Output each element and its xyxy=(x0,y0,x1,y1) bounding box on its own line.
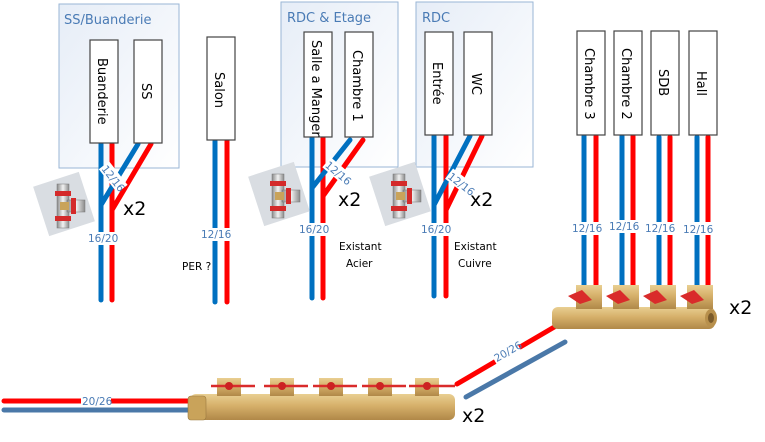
room-label: WC xyxy=(468,73,483,95)
dim-label-branch-salon: 12/16 xyxy=(200,228,232,241)
room-wc: WC xyxy=(463,31,493,136)
dim-label-branch-chambre-2: 12/16 xyxy=(609,220,640,233)
tee-fitting-icon xyxy=(248,161,310,227)
room-label: Chambre 2 xyxy=(618,48,633,120)
note-existant-acier-1: Existant xyxy=(339,241,382,253)
note-existant-acier-2: Acier xyxy=(346,258,373,270)
note-existant-cuivre-2: Cuivre xyxy=(458,258,492,270)
room-label: Hall xyxy=(693,71,708,96)
room-label: Salon xyxy=(211,72,226,108)
svg-text:16/20: 16/20 xyxy=(421,224,451,236)
room-hall: Hall xyxy=(688,30,718,136)
dim-label-main-left: 20/26 xyxy=(81,396,113,408)
room-label: Chambre 1 xyxy=(349,50,364,122)
note-existant-cuivre-1: Existant xyxy=(454,241,497,253)
pipes-right-group xyxy=(581,133,711,288)
zone-rdc-etage: RDC & Etage xyxy=(280,1,399,168)
multiplier-manifold-large: x2 xyxy=(462,405,485,427)
manifold-5-valve-icon xyxy=(187,378,455,421)
svg-text:16/20: 16/20 xyxy=(88,233,118,245)
svg-text:20/26: 20/26 xyxy=(492,339,524,365)
room-buanderie: Buanderie xyxy=(89,39,119,144)
svg-text:12/16: 12/16 xyxy=(609,221,640,233)
dim-label-riser-ss: 16/20 xyxy=(87,232,118,245)
room-label: Buanderie xyxy=(94,58,109,125)
tee-fitting-icon xyxy=(369,161,431,227)
room-salon: Salon xyxy=(206,36,236,141)
svg-text:12/16: 12/16 xyxy=(645,223,676,235)
multiplier-manifold-small: x2 xyxy=(729,297,752,319)
room-entree: Entrée xyxy=(424,31,454,136)
svg-text:12/16: 12/16 xyxy=(683,224,714,236)
dim-label-branch-hall: 12/16 xyxy=(683,222,714,236)
pipes-rdc xyxy=(431,133,485,299)
room-label: Entrée xyxy=(429,62,444,105)
zone-title: SS/Buanderie xyxy=(64,13,151,28)
note-salon: PER ? xyxy=(182,261,211,273)
dim-label-riser-entree: 16/20 xyxy=(420,223,451,236)
room-chambre-2: Chambre 2 xyxy=(613,30,643,136)
multiplier-tee-salle: x2 xyxy=(338,189,361,211)
room-label: SS xyxy=(138,83,153,100)
dim-label-branch-sdb: 12/16 xyxy=(645,222,676,235)
room-ss: SS xyxy=(133,39,163,144)
dim-label-branch-chambre-3: 12/16 xyxy=(572,222,603,235)
dim-label-main-diagonal: 20/26 xyxy=(490,339,525,365)
tee-fitting-icon xyxy=(33,171,95,237)
manifold-4-valve-icon xyxy=(552,285,717,329)
room-chambre-1: Chambre 1 xyxy=(344,31,374,138)
room-label: SDB xyxy=(655,69,670,96)
pipes-salon xyxy=(212,138,230,305)
room-label: Salle a Manger xyxy=(308,40,323,137)
room-sdb: SDB xyxy=(650,30,680,136)
multiplier-tee-entree: x2 xyxy=(470,189,493,211)
svg-text:12/16: 12/16 xyxy=(572,223,603,235)
zone-title: RDC & Etage xyxy=(287,11,371,26)
room-chambre-3: Chambre 3 xyxy=(576,30,606,136)
svg-text:16/20: 16/20 xyxy=(299,224,329,236)
multiplier-tee-ss: x2 xyxy=(123,198,146,220)
svg-text:20/26: 20/26 xyxy=(82,396,113,408)
svg-text:12/16: 12/16 xyxy=(201,229,232,241)
zone-title: RDC xyxy=(422,11,450,26)
room-salle-a-manger: Salle a Manger xyxy=(303,31,333,138)
dim-label-riser-salle: 16/20 xyxy=(298,223,329,236)
room-label: Chambre 3 xyxy=(581,48,596,120)
